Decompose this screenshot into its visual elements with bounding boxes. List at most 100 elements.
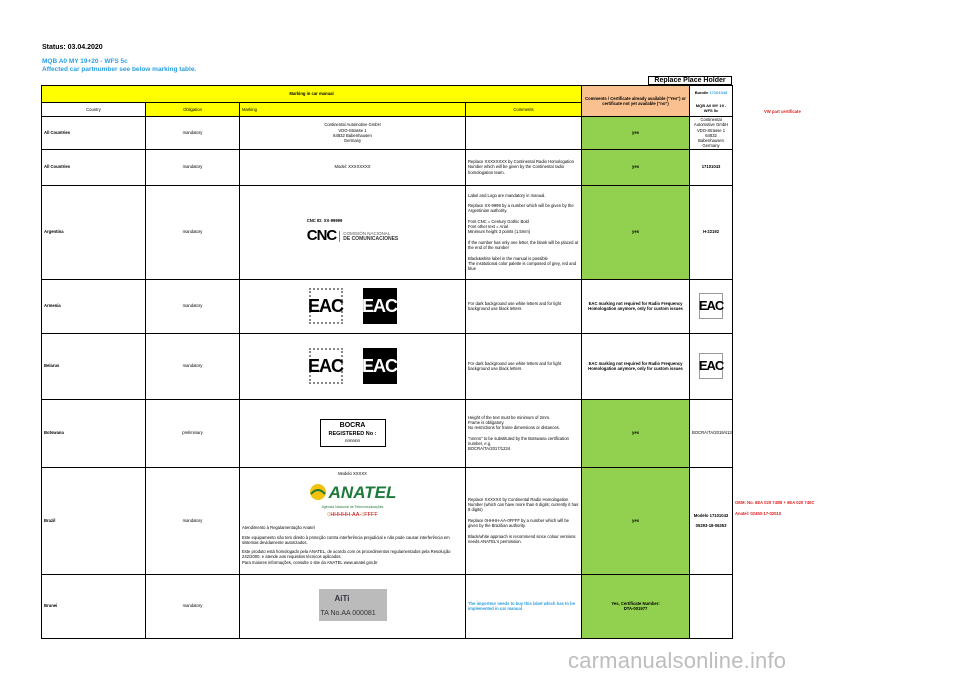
country-cell: All Countries — [41, 116, 146, 150]
cert-cell: yes — [581, 398, 691, 468]
aiti-logo: AiTi — [334, 594, 350, 604]
bundle-modelo: Modelo 17101043 — [693, 512, 729, 518]
eac-logo-small: EAC — [699, 353, 724, 379]
affected-note: Affected car partnumber see below markin… — [42, 66, 197, 73]
bundle-cell: Modelo 17101043 05293-18-06353 — [689, 466, 734, 575]
country-cell: Armenia — [41, 278, 146, 334]
eac-logo-small: EAC — [699, 293, 724, 319]
cert-cell: yes — [581, 466, 691, 575]
row-brunei: Brunei mandatory AiTi TA No.AA 000081 Th… — [41, 573, 734, 639]
country-cell: Brunei — [41, 573, 146, 639]
country-cell: Brazil — [41, 466, 146, 575]
country-cell: All Countries — [41, 148, 146, 186]
cert-cell: EAC marking not required for Radio Frequ… — [581, 278, 691, 334]
comment-cell: The importeur needs to buy this label wh… — [464, 573, 583, 639]
bundle-cell: EAC — [689, 332, 734, 400]
marking-cell: CNC ID: XX-99999 CNC COMISIÓN NACIONAL D… — [239, 184, 466, 280]
anatel-globe-icon — [309, 484, 326, 501]
anatel-code-b: FFFF — [364, 512, 378, 519]
vw-part-certificate-label: VW part certificate — [764, 109, 801, 114]
cnc-text-line2: DE COMUNICACIONES — [343, 236, 399, 243]
comment-cell — [464, 116, 583, 150]
header-comments: Comments — [464, 102, 583, 117]
cnc-logo: CNC COMISIÓN NACIONAL DE COMUNICACIONES — [307, 227, 399, 246]
cnc-logo-text: COMISIÓN NACIONAL DE COMUNICACIONES — [339, 230, 399, 243]
model-title: MQB A0 MY 19+20 - WFS 5c — [42, 58, 128, 65]
bocra-label: BOCRA REGISTERED No : nnnnnn — [319, 419, 386, 447]
aiti-number: TA No.AA 000081 — [320, 609, 376, 617]
anatel-text-3: Este produto está homologado pela ANATEL… — [242, 549, 451, 565]
row-argentina: Argentina mandatory CNC ID: XX-99999 CNC… — [41, 184, 734, 280]
bocra-title: BOCRA — [339, 422, 366, 430]
marking-table: Marking in car manual Comments / Certifi… — [40, 85, 734, 639]
eac-logo-light: EAC — [308, 348, 344, 384]
marking-cell: AiTi TA No.AA 000081 — [239, 573, 466, 639]
obligation-cell: mandatory — [145, 184, 240, 280]
cnc-label: CNC ID: XX-99999 CNC COMISIÓN NACIONAL D… — [307, 218, 399, 246]
header-comments-certificate: Comments / Certificate already available… — [581, 85, 691, 117]
comment-cell: Height of the text must be minimum of 2m… — [464, 398, 583, 468]
bundle-anatel-number: 05293-18-06353 — [695, 523, 727, 528]
anatel-code-a: HHHHH-AA- — [330, 512, 362, 519]
country-cell: Botswana — [41, 398, 146, 468]
marking-cell: EAC EAC — [239, 278, 466, 334]
bundle-model: MQB A0 MY 19 - WFS 5c — [695, 102, 727, 113]
row-all-countries-1: All Countries mandatory Continental Auto… — [41, 116, 734, 150]
row-armenia: Armenia mandatory EAC EAC For dark backgr… — [41, 278, 734, 334]
cert-cell: yes — [581, 116, 691, 150]
status-text: Status: 03.04.2020 — [42, 44, 103, 51]
cnc-text-line1: COMISIÓN NACIONAL — [343, 230, 391, 236]
cert-cell: yes — [581, 148, 691, 186]
header-row-2: Country Obligation Marking Comments — [41, 102, 733, 117]
obligation-cell: mandatory — [145, 116, 240, 150]
anatel-oem-number: Anatel: 02450-17-02010 — [735, 511, 782, 516]
anatel-subtitle: Agência Nacional de Telecomunicações — [321, 505, 384, 509]
obligation-cell: mandatory — [145, 278, 240, 334]
header-comments-certificate-text: Comments / Certificate already available… — [585, 95, 686, 106]
header-country: Country — [41, 102, 146, 117]
marking-cell: Continental Automotive GmbH VDO-Strasse … — [239, 116, 466, 150]
oem-number: OEM: No. 6EA 020 740B + 6EA 020 740C — [735, 500, 815, 505]
row-botswana: Botswana preliminary BOCRA REGISTERED No… — [41, 398, 734, 468]
bundle-cell: 17101043 — [689, 148, 734, 186]
eac-logo-light: EAC — [308, 288, 344, 324]
cert-cell: yes — [581, 184, 691, 280]
marking-cell: BOCRA REGISTERED No : nnnnnn — [239, 398, 466, 468]
anatel-wordmark: ANATEL — [328, 482, 397, 502]
row-all-countries-2: All Countries mandatory Model: XXXXXXXX … — [41, 148, 734, 186]
header-bundle: Bundle 17101043 MQB A0 MY 19 - WFS 5c — [689, 85, 734, 117]
obligation-cell: mandatory — [145, 466, 240, 575]
obligation-cell: mandatory — [145, 573, 240, 639]
cnc-logo-mark: CNC — [306, 227, 337, 245]
row-brazil: Brazil mandatory Modelo XXXXX ANATEL Agê… — [41, 466, 734, 575]
cert-cell: EAC marking not required for Radio Frequ… — [581, 332, 691, 400]
country-cell: Belarus — [41, 332, 146, 400]
anatel-text-1: Atendimento à Regulamentação Anatel — [242, 525, 315, 531]
obligation-cell: mandatory — [145, 332, 240, 400]
obligation-cell: mandatory — [145, 148, 240, 186]
comment-cell: For dark background use white letters an… — [464, 278, 583, 334]
anatel-code: 0HHHHH-AA-0FFFF — [327, 512, 378, 519]
aiti-label-image: AiTi TA No.AA 000081 — [318, 589, 387, 622]
bundle-number: 17101043 — [709, 89, 728, 95]
eac-logo-dark: EAC — [362, 348, 398, 384]
watermark: carmanualsonline.info — [568, 648, 787, 673]
marking-cell: Modelo XXXXX ANATEL Agência Nacional de … — [239, 466, 466, 575]
row-belarus: Belarus mandatory EAC EAC For dark backgr… — [41, 332, 734, 400]
bundle-cell: EAC — [689, 278, 734, 334]
comment-cell: For dark background use white letters an… — [464, 332, 583, 400]
eac-logo-dark: EAC — [362, 288, 398, 324]
country-cell: Argentina — [41, 184, 146, 280]
anatel-modelo: Modelo XXXXX — [338, 470, 367, 476]
bundle-cell: BOCRA/TA/2019/4136 — [689, 398, 734, 468]
comment-cell: Label and Logo are mandatory in manual. … — [464, 184, 583, 280]
comment-cell: Replace XXXXXXXX by Continental Radio Ho… — [464, 148, 583, 186]
header-row-1: Marking in car manual Comments / Certifi… — [40, 85, 734, 117]
anatel-text-2: Este equipamento não tem direito à prote… — [242, 534, 450, 545]
bocra-registered: REGISTERED No : — [328, 431, 377, 438]
cnc-id-text: CNC ID: XX-99999 — [306, 218, 343, 223]
cert-cell: Yes, Certificate Number: DTA-001977 — [581, 573, 691, 639]
header-marking-in-car-manual: Marking in car manual — [40, 85, 583, 103]
bundle-label: Bundle — [694, 89, 709, 95]
bundle-cell: Continental Automotive GmbH VDO-Strasse … — [689, 116, 734, 150]
